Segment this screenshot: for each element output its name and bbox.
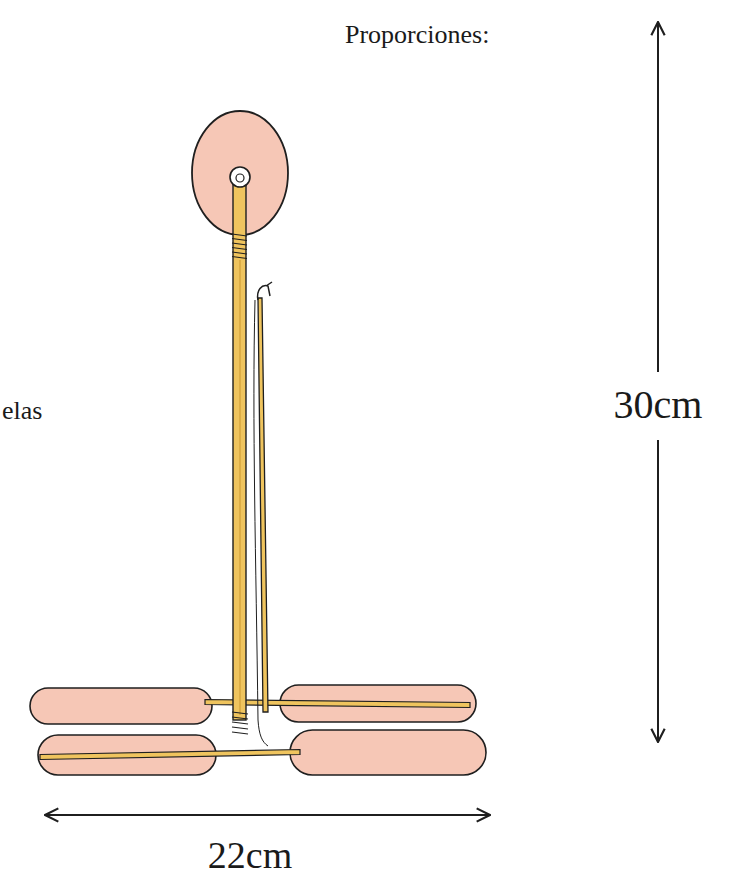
binding bbox=[232, 717, 248, 719]
hole-inner bbox=[236, 174, 244, 182]
dimension-label: 30cm bbox=[614, 385, 703, 425]
dimension-label: 22cm bbox=[208, 836, 292, 874]
dimension-arrow bbox=[657, 22, 659, 372]
binding bbox=[232, 234, 247, 236]
hook bbox=[258, 282, 272, 300]
string bbox=[254, 300, 268, 746]
binding bbox=[232, 239, 247, 241]
dimension-arrow bbox=[45, 814, 490, 816]
binding bbox=[232, 727, 248, 729]
binding bbox=[232, 732, 248, 734]
binding bbox=[232, 252, 247, 254]
binding bbox=[232, 257, 247, 259]
binding bbox=[232, 248, 247, 250]
trigger-stick bbox=[258, 298, 268, 712]
hole bbox=[230, 167, 250, 187]
binding bbox=[232, 722, 248, 724]
rod bbox=[40, 750, 300, 760]
paddle bbox=[30, 688, 212, 724]
stick-grain bbox=[240, 260, 241, 715]
dimension-arrow bbox=[657, 440, 659, 742]
heading: Proporciones: bbox=[345, 22, 489, 48]
main-stick bbox=[233, 180, 246, 720]
binding bbox=[232, 712, 248, 714]
paddle bbox=[290, 730, 486, 775]
binding bbox=[232, 243, 247, 245]
cut-label: elas bbox=[2, 398, 42, 424]
